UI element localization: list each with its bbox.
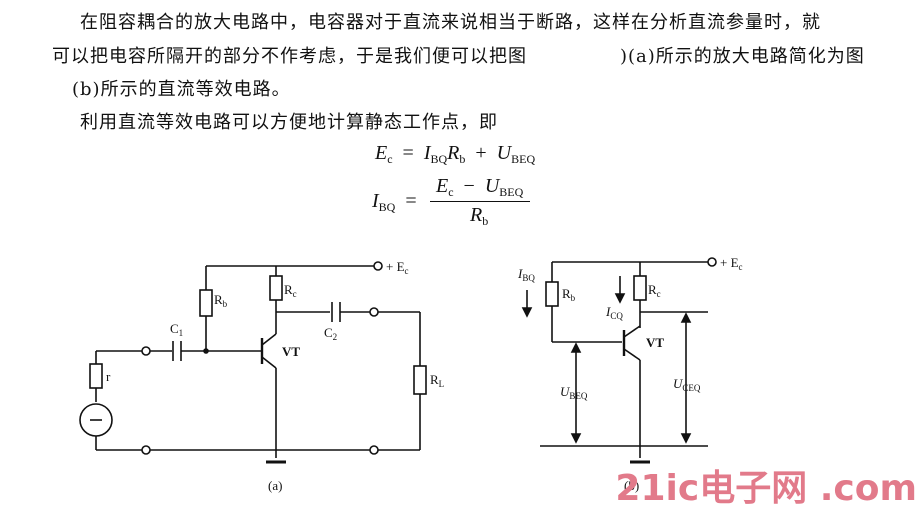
eq2-num-u: U xyxy=(484,175,500,197)
circuit-b-ibq-label: IBQ xyxy=(517,266,535,283)
eq1-r: R xyxy=(447,142,460,164)
eq2-lhs: I xyxy=(372,190,379,212)
circuit-a-rb-resistor xyxy=(199,289,213,317)
circuit-a-rl-resistor xyxy=(413,365,427,395)
circuit-a-supply-label: + Ec xyxy=(386,259,409,276)
circuit-b-rb-resistor xyxy=(545,281,559,307)
circuit-b-labels: + Ec IBQ Rb Rc ICQ VT UBEQ UCEQ (b) xyxy=(517,255,743,493)
circuit-a-transistor-label: VT xyxy=(282,344,300,359)
eq1-u: U xyxy=(496,142,512,164)
eq1-u-sub: BEQ xyxy=(511,152,536,166)
circuit-b-rc-label: Rc xyxy=(648,282,661,299)
paragraph-line-3: (b)所示的直流等效电路。 xyxy=(72,79,291,100)
circuit-a-ground-terminal-left xyxy=(141,445,151,455)
circuit-b xyxy=(521,257,717,464)
eq1-lhs-sub: c xyxy=(387,152,393,166)
circuit-b-ubeq-arrowhead-top xyxy=(570,342,582,353)
circuit-b-supply-label: + Ec xyxy=(720,255,743,272)
circuit-a-source-resistor xyxy=(89,363,103,389)
eq2-den-r: R xyxy=(470,204,483,226)
eq1-plus: + xyxy=(475,142,487,164)
circuit-b-ibq-arrowhead xyxy=(521,307,533,318)
circuit-a-c2-label: C2 xyxy=(324,325,337,342)
circuit-a-c1-label: C1 xyxy=(170,321,183,338)
eq2-equals: = xyxy=(405,190,417,212)
circuit-a xyxy=(79,261,427,464)
circuit-b-icq-arrowhead xyxy=(614,293,626,304)
circuit-a-labels: + Ec Rb Rc C1 C2 VT r RL (a) xyxy=(106,259,444,493)
circuit-b-uceq-arrowhead-bottom xyxy=(680,433,692,444)
eq2-lhs-sub: BQ xyxy=(378,200,396,214)
circuit-a-output-terminal xyxy=(369,307,379,317)
eq2-num-e-sub: c xyxy=(448,185,454,199)
circuit-a-transistor-emitter xyxy=(261,356,277,369)
circuit-a-ground-terminal-right xyxy=(369,445,379,455)
eq2-minus: − xyxy=(463,175,475,197)
paragraph-line-2a: 可以把电容所隔开的部分不作考虑，于是我们便可以把图 xyxy=(52,46,527,67)
eq1-r-sub: b xyxy=(459,152,466,166)
site-watermark: 21ic电子网 .com xyxy=(615,468,917,509)
circuit-a-supply-terminal xyxy=(373,261,383,271)
circuit-b-transistor-emitter xyxy=(623,348,641,361)
eq2-den-sub: b xyxy=(482,214,489,228)
equation-2-denominator: Rb xyxy=(470,204,488,229)
equation-2-lhs: IBQ = xyxy=(372,190,417,215)
circuit-a-rb-label: Rb xyxy=(214,292,228,309)
circuit-b-uceq-arrowhead-top xyxy=(680,312,692,323)
circuit-a-rl-label: RL xyxy=(430,372,444,389)
circuit-b-transistor-label: VT xyxy=(646,335,664,350)
paragraph-line-2b: )(a)所示的放大电路简化为图 xyxy=(620,46,865,67)
circuit-a-caption: (a) xyxy=(268,478,282,493)
circuit-a-base-node xyxy=(203,348,209,354)
eq2-num-e: E xyxy=(436,175,449,197)
circuit-b-ubeq-label: UBEQ xyxy=(560,384,588,401)
circuit-b-supply-terminal xyxy=(707,257,717,267)
circuit-b-transistor-collector xyxy=(623,325,641,338)
circuit-a-input-terminal xyxy=(141,346,151,356)
circuit-b-rc-resistor xyxy=(633,275,647,301)
eq1-lhs: E xyxy=(375,142,388,164)
eq1-i: I xyxy=(423,142,431,164)
equation-1: Ec = IBQRb + UBEQ xyxy=(375,142,535,167)
circuit-a-rc-label: Rc xyxy=(284,282,297,299)
circuit-b-rb-label: Rb xyxy=(562,286,576,303)
circuit-a-transistor-collector xyxy=(261,333,277,346)
circuit-a-rc-resistor xyxy=(269,275,283,301)
eq1-i-sub: BQ xyxy=(430,152,448,166)
paragraph-line-1: 在阻容耦合的放大电路中，电容器对于直流来说相当于断路，这样在分析直流参量时，就 xyxy=(80,12,821,33)
circuit-b-ubeq-arrowhead-bottom xyxy=(570,433,582,444)
paragraph-line-4: 利用直流等效电路可以方便地计算静态工作点，即 xyxy=(80,112,498,133)
circuit-b-icq-label: ICQ xyxy=(605,304,623,321)
circuit-a-source-r-label: r xyxy=(106,369,111,384)
equation-2-numerator: Ec − UBEQ xyxy=(436,175,523,200)
circuit-b-caption: (b) xyxy=(624,478,639,493)
eq2-fraction-bar xyxy=(430,201,530,202)
eq2-num-u-sub: BEQ xyxy=(499,185,524,199)
circuit-b-uceq-label: UCEQ xyxy=(673,376,701,393)
eq1-equals: = xyxy=(402,142,414,164)
